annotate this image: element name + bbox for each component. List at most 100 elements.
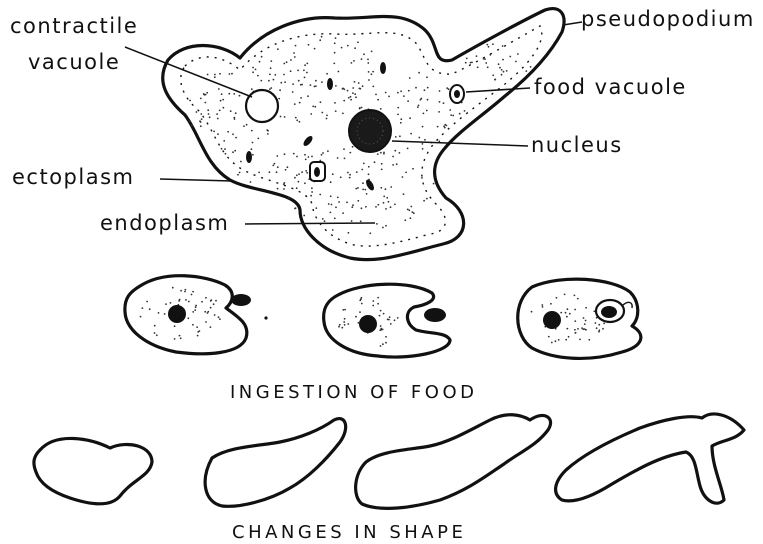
stipple-dot xyxy=(218,316,220,318)
stipple-dot xyxy=(366,193,368,195)
ingestion-stage-1 xyxy=(125,276,268,354)
stipple-dot xyxy=(422,126,424,128)
stipple-dot xyxy=(229,73,231,75)
stipple-dot xyxy=(215,300,217,302)
stipple-dot xyxy=(410,206,412,208)
stipple-dot xyxy=(355,316,357,318)
label-contractile-vacuole-line1: contractile xyxy=(10,14,138,38)
stipple-dot xyxy=(368,173,370,175)
stipple-dot xyxy=(290,59,292,61)
stipple-dot xyxy=(352,146,354,148)
stipple-dot xyxy=(584,323,586,325)
stipple-dot xyxy=(164,313,166,315)
stipple-dot xyxy=(541,304,543,306)
stipple-dot xyxy=(367,62,369,64)
stipple-dot xyxy=(486,44,488,46)
stipple-dot xyxy=(443,102,445,104)
stipple-dot xyxy=(385,208,387,210)
stipple-dot xyxy=(585,307,587,309)
stipple-dot xyxy=(274,163,276,165)
ingestion-stage-3 xyxy=(518,279,641,358)
stipple-dot xyxy=(321,81,323,83)
stipple-dot xyxy=(377,303,379,305)
ingestion-stage-1-food xyxy=(231,294,251,306)
stipple-dot xyxy=(326,73,328,75)
stipple-dot xyxy=(372,86,374,88)
contractile-vacuole xyxy=(246,90,278,122)
stipple-dot xyxy=(294,177,296,179)
stipple-dot xyxy=(502,45,504,47)
stipple-dot xyxy=(303,69,305,71)
stipple-dot xyxy=(382,227,384,229)
stipple-dot xyxy=(427,87,429,89)
stipple-dot xyxy=(386,197,388,199)
stipple-dot xyxy=(390,186,392,188)
stipple-dot xyxy=(331,204,333,206)
stipple-dot xyxy=(397,107,399,109)
stipple-dot xyxy=(376,223,378,225)
stipple-dot xyxy=(585,320,587,322)
stipple-dot xyxy=(421,177,423,179)
stipple-dot xyxy=(357,200,359,202)
stipple-dot xyxy=(324,220,326,222)
shape-change-4 xyxy=(556,414,744,503)
stipple-dot xyxy=(426,110,428,112)
stipple-dot xyxy=(598,324,600,326)
stipple-dot xyxy=(274,74,276,76)
stipple-dot xyxy=(191,294,193,296)
stipple-dot xyxy=(335,110,337,112)
stipple-dot xyxy=(410,217,412,219)
stipple-dot xyxy=(296,174,298,176)
stipple-dot xyxy=(392,156,394,158)
stipple-dot xyxy=(437,126,439,128)
stipple-dot xyxy=(346,201,348,203)
stipple-dot xyxy=(566,328,568,330)
stipple-dot xyxy=(283,183,285,185)
stipple-dot xyxy=(146,301,148,303)
stipple-dot xyxy=(233,117,235,119)
stipple-dot xyxy=(418,105,420,107)
stipple-dot xyxy=(380,345,382,347)
stipple-dot xyxy=(200,98,202,100)
stipple-dot xyxy=(209,116,211,118)
stipple-dot xyxy=(308,44,310,46)
stipple-dot xyxy=(347,45,349,47)
stipple-dot xyxy=(363,53,365,55)
leader-endoplasm xyxy=(245,223,375,224)
stipple-dot xyxy=(257,75,259,77)
stipple-dot xyxy=(397,92,399,94)
stipple-dot xyxy=(222,99,224,101)
caption-ingestion: INGESTION OF FOOD xyxy=(230,382,477,403)
granule xyxy=(327,78,333,90)
stipple-dot xyxy=(422,143,424,145)
label-endoplasm: endoplasm xyxy=(100,211,229,235)
stipple-dot xyxy=(439,90,441,92)
food-vacuole-small-particle xyxy=(314,167,320,177)
stipple-dot xyxy=(299,102,301,104)
stipple-dot xyxy=(400,118,402,120)
stipple-dot xyxy=(579,339,581,341)
stipple-dot xyxy=(341,327,343,329)
stipple-dot xyxy=(315,207,317,209)
stipple-dot xyxy=(237,174,239,176)
stipple-dot xyxy=(383,152,385,154)
stipple-dot xyxy=(477,66,479,68)
stipple-dot xyxy=(400,90,402,92)
stipple-dot xyxy=(327,150,329,152)
stipple-dot xyxy=(567,308,569,310)
stipple-dot xyxy=(344,324,346,326)
stipple-dot xyxy=(560,312,562,314)
stipple-dot xyxy=(383,202,385,204)
stipple-dot xyxy=(443,125,445,127)
stipple-dot xyxy=(352,204,354,206)
stipple-dot xyxy=(314,86,316,88)
stipple-dot xyxy=(574,309,576,311)
stipple-dot xyxy=(531,311,533,313)
stipple-dot xyxy=(394,150,396,152)
stipple-dot xyxy=(394,204,396,206)
stipple-dot xyxy=(200,125,202,127)
stipple-dot xyxy=(390,206,392,208)
stipple-dot xyxy=(395,136,397,138)
stipple-dot xyxy=(306,72,308,74)
